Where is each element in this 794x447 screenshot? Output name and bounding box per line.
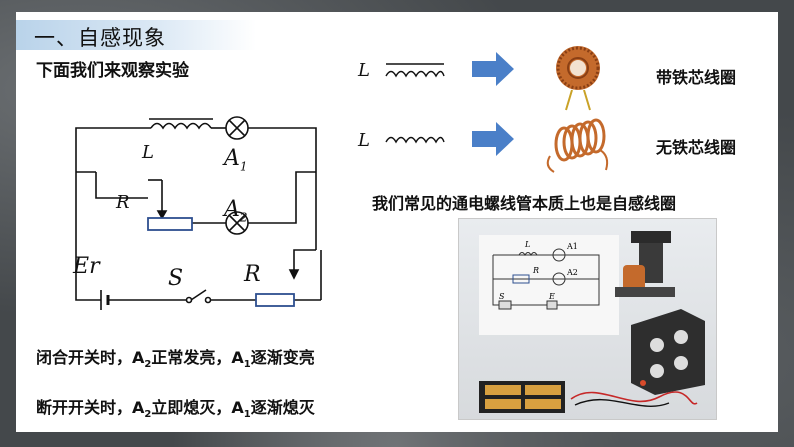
lead-text: 下面我们来观察实验 — [36, 61, 189, 81]
toroid-coil-picture — [556, 46, 600, 111]
label-L-air: L — [358, 130, 370, 151]
label-L-iron: L — [358, 60, 370, 81]
photo-label-S: S — [499, 292, 505, 301]
section-title: 一、自感现象 — [34, 26, 166, 50]
air-core-coil-label: 无铁芯线圈 — [656, 138, 737, 157]
photo-circuit-board: L A1 R A2 S E — [479, 235, 619, 335]
photo-label-A1: A1 — [566, 242, 578, 251]
label-E: Er — [73, 254, 100, 279]
photo-resistance-box — [631, 309, 705, 395]
photo-label-R: R — [532, 266, 539, 275]
label-R-bottom: R — [244, 262, 261, 287]
photo-label-E: E — [548, 292, 555, 301]
circuit-diagram — [75, 116, 322, 310]
photo-label-L: L — [524, 240, 530, 249]
photo-label-A2: A2 — [566, 268, 578, 277]
solenoid-note: 我们常见的通电螺线管本质上也是自感线圈 — [372, 194, 677, 213]
slide: 一、自感现象 下面我们来观察实验 — [16, 12, 778, 432]
arrow-right-icon — [472, 122, 514, 156]
photo-wires — [570, 391, 698, 407]
apparatus-photo: L A1 R A2 S E — [458, 218, 717, 420]
statement-open-switch: 断开开关时，A2立即熄灭，A1逐渐熄灭 — [36, 398, 315, 421]
photo-batteries — [479, 381, 565, 413]
title-band — [16, 20, 256, 50]
label-R-middle: R — [116, 192, 130, 213]
iron-core-inductor-symbol — [385, 63, 445, 78]
statement-close-switch: 闭合开关时，A2正常发亮，A1逐渐变亮 — [36, 348, 315, 371]
air-core-inductor-symbol — [385, 136, 445, 144]
photo-coil-with-core — [615, 231, 675, 297]
label-S: S — [168, 266, 184, 291]
iron-core-coil-label: 带铁芯线圈 — [656, 68, 737, 87]
label-A1: A1 — [224, 146, 248, 174]
air-coil-picture — [546, 118, 609, 173]
arrow-right-icon — [472, 52, 514, 86]
label-A2: A2 — [224, 197, 248, 225]
label-L: L — [142, 142, 154, 163]
